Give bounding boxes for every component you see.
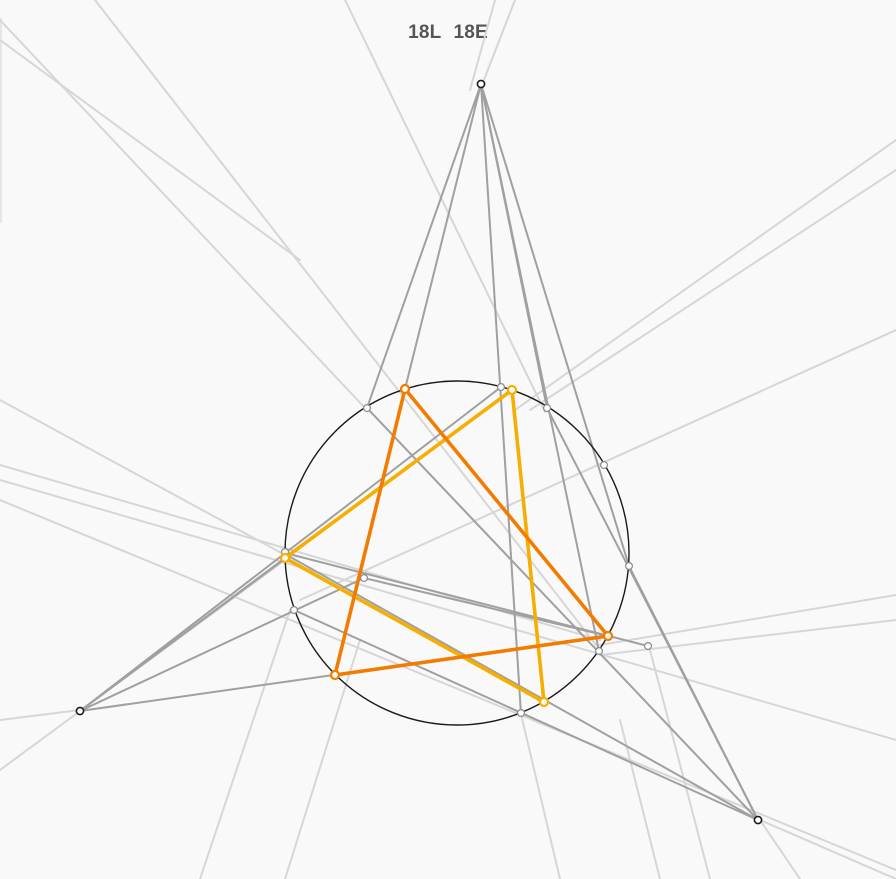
- intersection-point: [594, 646, 603, 655]
- construction-line: [284, 553, 759, 821]
- faint-line: [199, 609, 291, 879]
- orange-triangle-path[interactable]: [333, 387, 610, 677]
- faint-line: [759, 819, 896, 879]
- faint-line: [0, 399, 286, 556]
- yellow-vertex-point[interactable]: [538, 696, 550, 708]
- orange-vertex-point[interactable]: [329, 669, 341, 681]
- faint-line: [0, 709, 81, 721]
- faint-line: [0, 479, 896, 741]
- faint-line: [469, 0, 496, 91]
- construction-line: [366, 407, 759, 821]
- construction-line: [79, 577, 365, 712]
- yellow-triangle-path[interactable]: [283, 388, 546, 704]
- construction-line: [79, 386, 502, 712]
- faint-line: [284, 639, 361, 879]
- faint-line: [599, 594, 896, 646]
- intersection-point: [643, 641, 652, 650]
- left-edge-strip: [0, 18, 2, 223]
- intersection-point: [363, 404, 372, 413]
- faint-line: [619, 719, 661, 879]
- intersection-point: [599, 461, 608, 470]
- yellow-vertex-point[interactable]: [506, 384, 518, 396]
- construction-line: [480, 83, 548, 409]
- intersection-point: [516, 708, 525, 717]
- intersection-point: [542, 404, 551, 413]
- level-header: 18L 18E: [0, 22, 896, 44]
- faint-line: [479, 0, 516, 91]
- faint-line: [514, 139, 896, 411]
- faint-line: [519, 709, 561, 879]
- construction-line: [293, 609, 759, 821]
- orange-vertex-point[interactable]: [399, 383, 411, 395]
- construction-line: [404, 83, 482, 390]
- intersection-point: [497, 383, 506, 392]
- intersection-point: [360, 573, 369, 582]
- yellow-triangle[interactable]: [283, 388, 546, 704]
- faint-line: [0, 19, 366, 409]
- orange-vertex-point[interactable]: [602, 630, 614, 642]
- construction-line: [366, 83, 482, 409]
- moves-label: 18E: [453, 22, 488, 43]
- construction-line: [79, 557, 286, 712]
- faint-line: [94, 0, 601, 651]
- vertex-point-top[interactable]: [476, 79, 486, 89]
- orange-triangle[interactable]: [333, 387, 610, 677]
- vertex-point-left[interactable]: [75, 706, 85, 716]
- construction-line: [480, 83, 630, 567]
- intersection-point: [290, 605, 299, 614]
- intersection-point: [624, 561, 633, 570]
- faint-line: [649, 649, 711, 879]
- faint-line: [529, 169, 896, 411]
- construction-line: [628, 565, 759, 821]
- vertex-point-right[interactable]: [753, 815, 763, 825]
- faint-line: [344, 0, 546, 413]
- faint-line: [759, 819, 801, 879]
- points: [75, 79, 763, 825]
- level-label: 18L: [408, 22, 442, 43]
- construction-line: [363, 577, 609, 637]
- yellow-vertex-point[interactable]: [279, 552, 291, 564]
- faint-line: [0, 39, 301, 261]
- construction-lines: [79, 83, 759, 821]
